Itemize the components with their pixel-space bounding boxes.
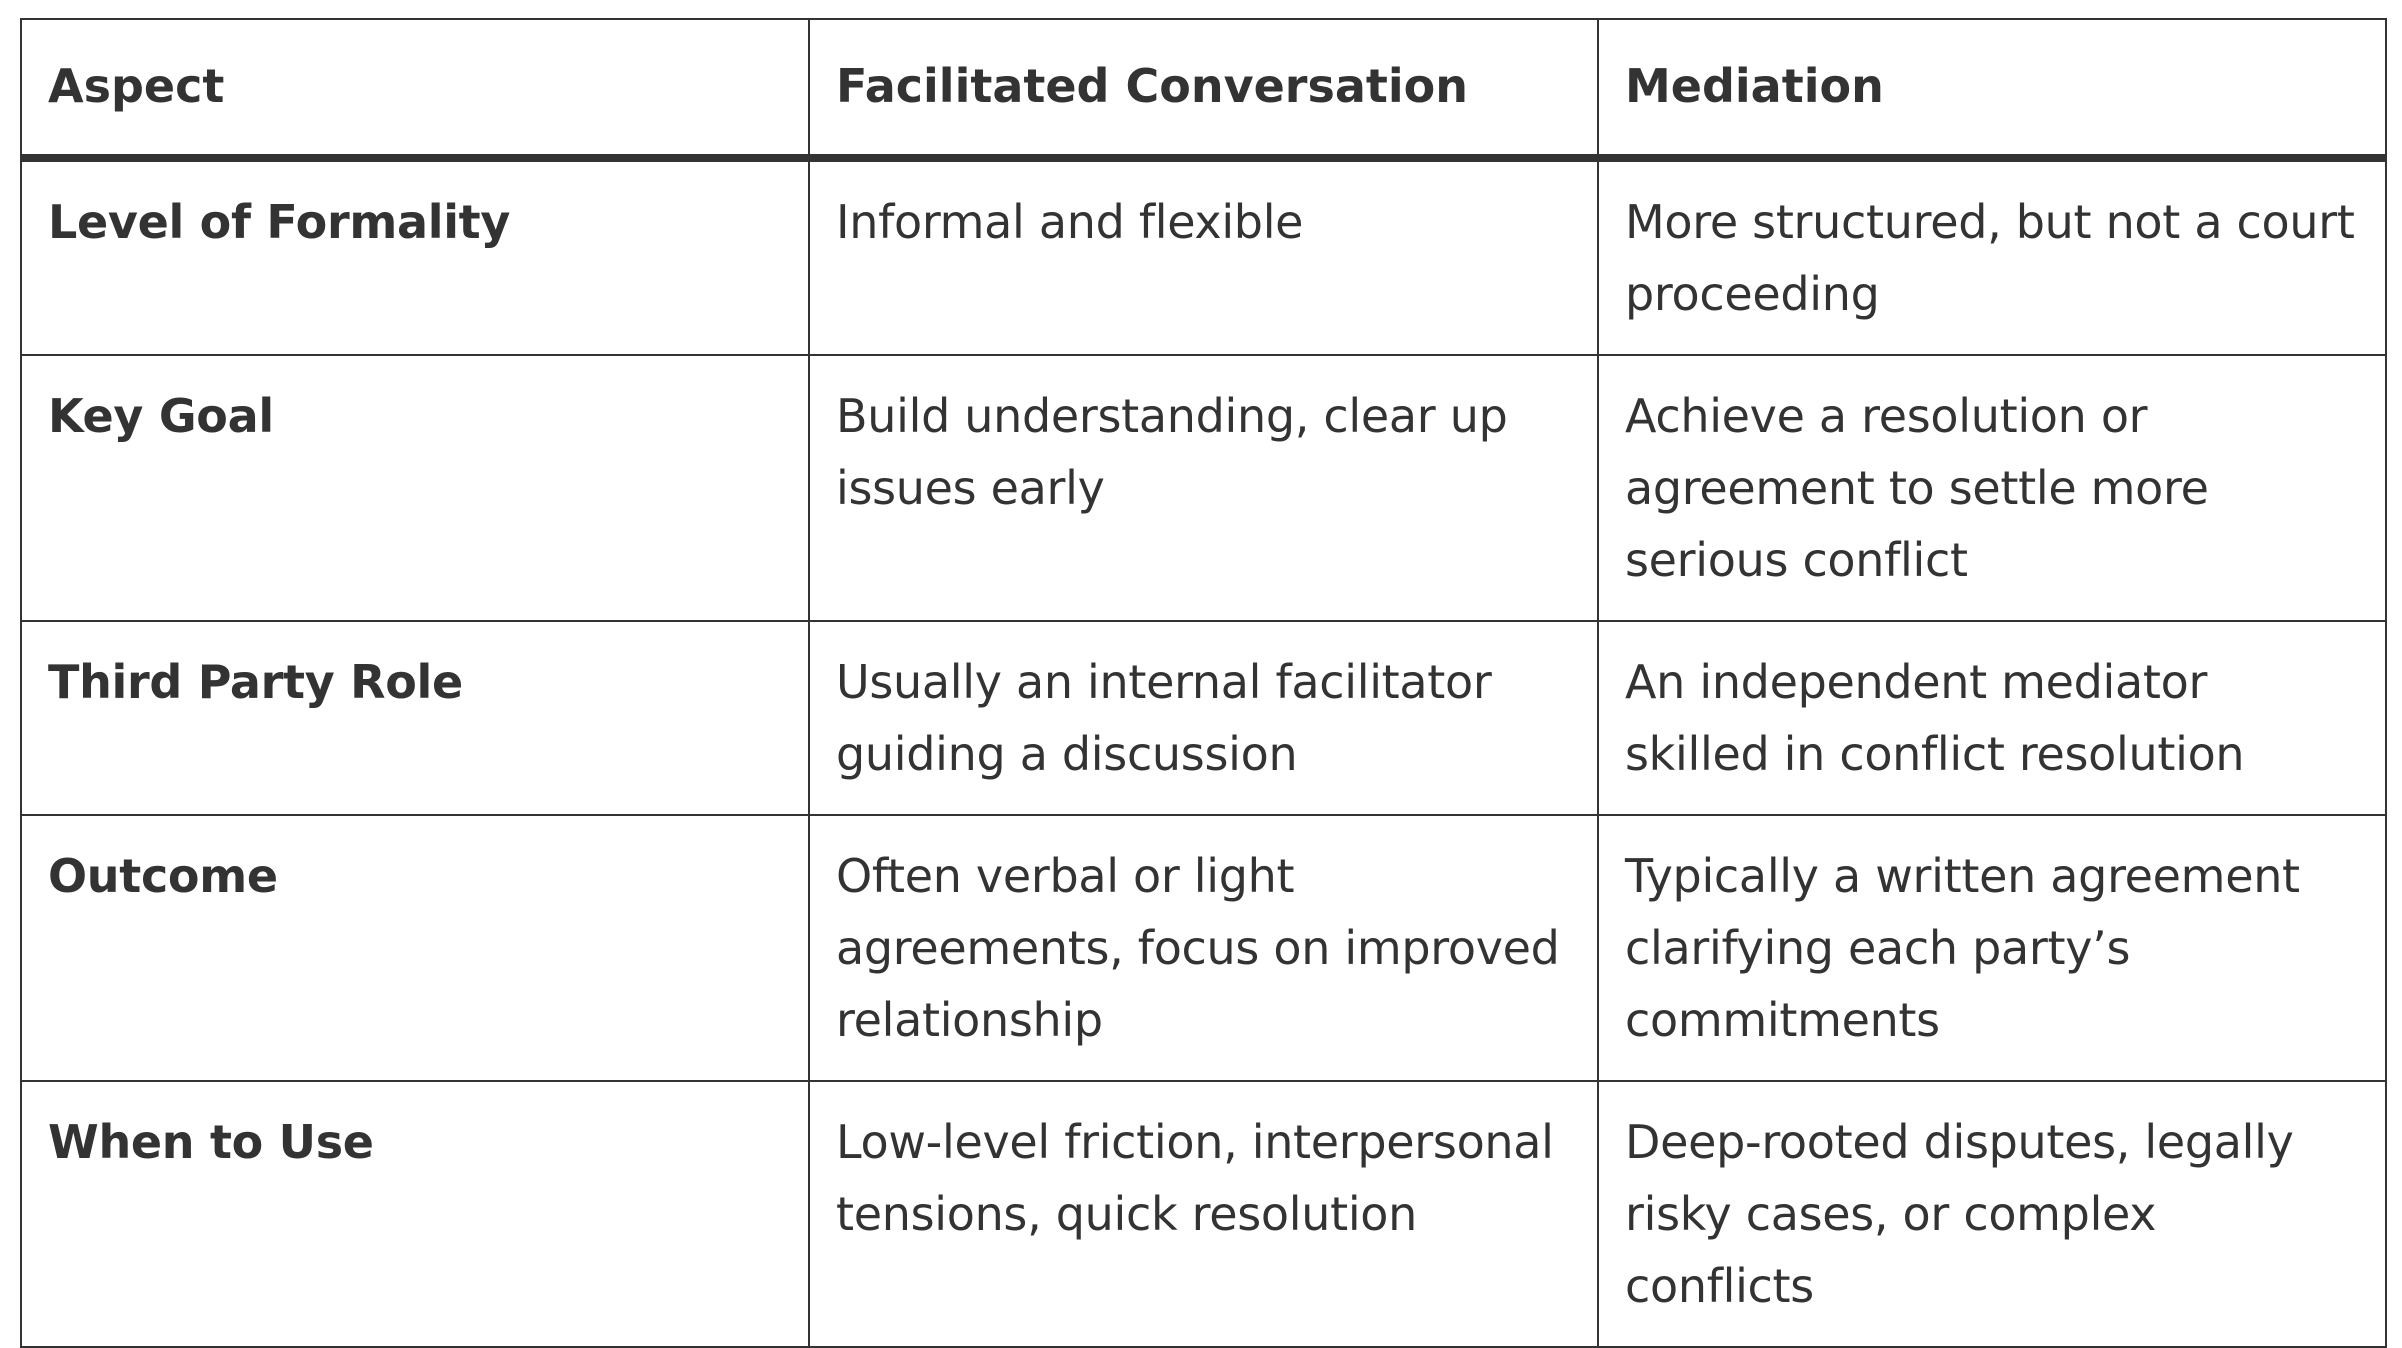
table-header: Aspect Facilitated Conversation Mediatio… — [20, 18, 2387, 162]
mediation-cell: Achieve a resolution or agreement to set… — [1597, 354, 2387, 622]
comparison-table-container: Aspect Facilitated Conversation Mediatio… — [20, 18, 2387, 1348]
mediation-cell: Typically a written agreement clarifying… — [1597, 814, 2387, 1082]
table-body: Level of Formality Informal and flexible… — [20, 157, 2387, 1348]
aspect-cell: Level of Formality — [20, 157, 810, 356]
header-facilitated-conversation: Facilitated Conversation — [808, 18, 1599, 162]
header-mediation: Mediation — [1597, 18, 2387, 162]
table-row: Key Goal Build understanding, clear up i… — [20, 354, 2387, 622]
aspect-cell: When to Use — [20, 1080, 810, 1348]
facilitated-conversation-cell: Informal and flexible — [808, 157, 1599, 356]
table-row: Third Party Role Usually an internal fac… — [20, 620, 2387, 816]
facilitated-conversation-cell: Often verbal or light agreements, focus … — [808, 814, 1599, 1082]
aspect-cell: Key Goal — [20, 354, 810, 622]
mediation-cell: More structured, but not a court proceed… — [1597, 157, 2387, 356]
header-row: Aspect Facilitated Conversation Mediatio… — [20, 18, 2387, 162]
header-aspect: Aspect — [20, 18, 810, 162]
table-row: When to Use Low-level friction, interper… — [20, 1080, 2387, 1348]
comparison-table: Aspect Facilitated Conversation Mediatio… — [20, 18, 2387, 1348]
table-row: Outcome Often verbal or light agreements… — [20, 814, 2387, 1082]
aspect-cell: Outcome — [20, 814, 810, 1082]
aspect-cell: Third Party Role — [20, 620, 810, 816]
facilitated-conversation-cell: Low-level friction, interpersonal tensio… — [808, 1080, 1599, 1348]
facilitated-conversation-cell: Build understanding, clear up issues ear… — [808, 354, 1599, 622]
facilitated-conversation-cell: Usually an internal facilitator guiding … — [808, 620, 1599, 816]
mediation-cell: Deep-rooted disputes, legally risky case… — [1597, 1080, 2387, 1348]
mediation-cell: An independent mediator skilled in confl… — [1597, 620, 2387, 816]
table-row: Level of Formality Informal and flexible… — [20, 157, 2387, 356]
